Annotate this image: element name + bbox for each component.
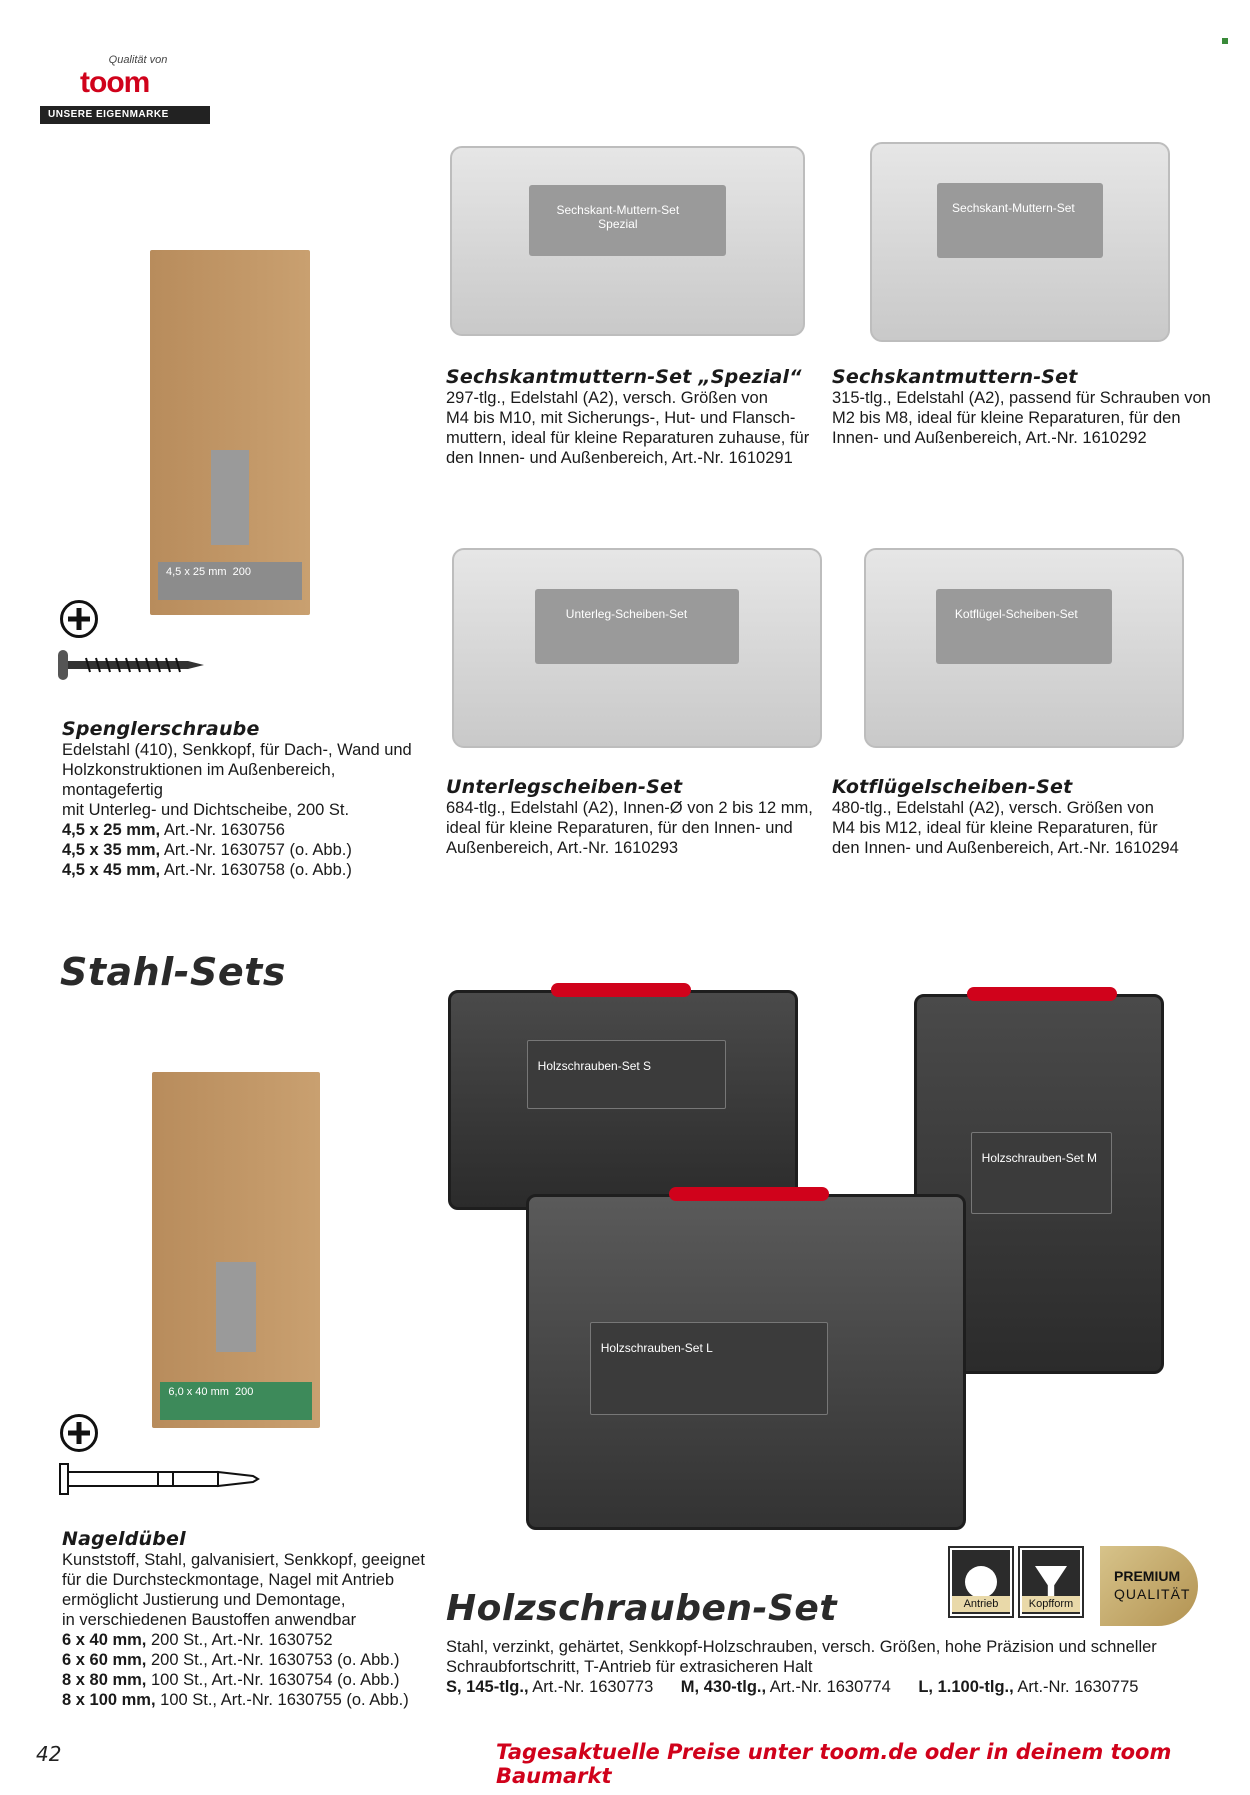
nageldubel-line-4: in verschiedenen Baustoffen anwendbar bbox=[62, 1611, 357, 1629]
spengler-text: Spenglerschraube Edelstahl (410), Senkko… bbox=[62, 718, 432, 880]
spengler-box-count: 200 bbox=[232, 566, 252, 578]
holzschrauben-text: Holzschrauben-Set Stahl, verzinkt, gehär… bbox=[446, 1588, 1216, 1697]
spengler-box-size: 4,5 x 25 mm bbox=[166, 566, 227, 578]
page-number: 42 bbox=[36, 1742, 62, 1766]
badge-kopfform-label: Kopfform bbox=[1022, 1596, 1080, 1612]
sechskant-spezial-line-4: den Innen- und Außenbereich, Art.-Nr. 16… bbox=[446, 449, 793, 467]
premium-quality-badge: PREMIUM QUALITÄT bbox=[1100, 1546, 1198, 1626]
badge-antrieb-label: Antrieb bbox=[952, 1596, 1010, 1612]
sechskant-spezial-desc: 297-tlg., Edelstahl (A2), versch. Größen… bbox=[446, 388, 826, 468]
holzschrauben-line-1: Stahl, verzinkt, gehärtet, Senkkopf-Holz… bbox=[446, 1638, 1157, 1656]
spengler-screw-icon bbox=[56, 648, 206, 682]
premium-label: PREMIUM bbox=[1114, 1568, 1181, 1584]
unterleg-line-1: 684-tlg., Edelstahl (A2), Innen-Ø von 2 … bbox=[446, 799, 813, 817]
sechskant-spezial-line-1: 297-tlg., Edelstahl (A2), versch. Größen… bbox=[446, 389, 768, 407]
nageldubel-icon bbox=[58, 1462, 263, 1496]
unterleg-text: Unterlegscheiben-Set 684-tlg., Edelstahl… bbox=[446, 776, 826, 858]
nageldubel-variant-1: 6 x 40 mm, 200 St., Art.-Nr. 1630752 bbox=[62, 1631, 333, 1649]
holzschrauben-variants: S, 145-tlg., Art.-Nr. 1630773 M, 430-tlg… bbox=[446, 1678, 1139, 1696]
section-heading-stahl-sets: Stahl-Sets bbox=[60, 950, 286, 994]
badge-antrieb: Antrieb bbox=[948, 1546, 1014, 1618]
nageldubel-variant-2: 6 x 60 mm, 200 St., Art.-Nr. 1630753 (o.… bbox=[62, 1651, 400, 1669]
sechskant-line-1: 315-tlg., Edelstahl (A2), passend für Sc… bbox=[832, 389, 1211, 407]
nageldubel-line-3: ermöglicht Justierung und Demontage, bbox=[62, 1591, 346, 1609]
sechskant-spezial-image: Sechskant-Muttern-Set Spezial bbox=[450, 146, 805, 336]
spengler-line-1: Edelstahl (410), Senkkopf, für Dach-, Wa… bbox=[62, 741, 412, 759]
torx-icon bbox=[965, 1566, 997, 1598]
spengler-title: Spenglerschraube bbox=[62, 718, 260, 740]
sechskant-spezial-pack-label: Sechskant-Muttern-Set Spezial bbox=[556, 203, 680, 232]
holzschrauben-m-pack-label: Holzschrauben-Set M bbox=[981, 1150, 1098, 1165]
quality-label: QUALITÄT bbox=[1114, 1586, 1191, 1602]
logo-eigenmarke: UNSERE EIGENMARKE bbox=[40, 106, 210, 124]
kotfluegel-pack-label: Kotflügel-Scheiben-Set bbox=[954, 607, 1078, 622]
kotfluegel-line-1: 480-tlg., Edelstahl (A2), versch. Größen… bbox=[832, 799, 1154, 817]
nageldubel-variant-3: 8 x 80 mm, 100 St., Art.-Nr. 1630754 (o.… bbox=[62, 1671, 400, 1689]
sechskant-pack-label: Sechskant-Muttern-Set bbox=[952, 201, 1075, 216]
kotfluegel-text: Kotflügelscheiben-Set 480-tlg., Edelstah… bbox=[832, 776, 1232, 858]
kotfluegel-desc: 480-tlg., Edelstahl (A2), versch. Größen… bbox=[832, 798, 1232, 858]
nageldubel-box-size: 6,0 x 40 mm bbox=[168, 1386, 229, 1398]
nageldubel-line-2: für die Durchsteckmontage, Nagel mit Ant… bbox=[62, 1571, 394, 1589]
spengler-variant-1: 4,5 x 25 mm, Art.-Nr. 1630756 bbox=[62, 821, 285, 839]
sechskant-spezial-title: Sechskantmuttern-Set „Spezial“ bbox=[446, 366, 802, 388]
kotfluegel-line-2: M4 bis M12, ideal für kleine Reparaturen… bbox=[832, 819, 1158, 837]
kotfluegel-image: Kotflügel-Scheiben-Set bbox=[864, 548, 1184, 748]
unterleg-line-2: ideal für kleine Reparaturen, für den In… bbox=[446, 819, 793, 837]
unterleg-desc: 684-tlg., Edelstahl (A2), Innen-Ø von 2 … bbox=[446, 798, 826, 858]
corner-mark bbox=[1222, 38, 1228, 44]
nageldubel-text: Nageldübel Kunststoff, Stahl, galvanisie… bbox=[62, 1528, 442, 1710]
holzschrauben-s-image: Holzschrauben-Set S bbox=[448, 983, 798, 1210]
spengler-variant-3: 4,5 x 45 mm, Art.-Nr. 1630758 (o. Abb.) bbox=[62, 861, 352, 879]
holzschrauben-l-pack-label: Holzschrauben-Set L bbox=[600, 1341, 713, 1356]
nageldubel-line-1: Kunststoff, Stahl, galvanisiert, Senkkop… bbox=[62, 1551, 425, 1569]
sechskant-spezial-line-2: M4 bis M10, mit Sicherungs-, Hut- und Fl… bbox=[446, 409, 796, 427]
spengler-variant-2: 4,5 x 35 mm, Art.-Nr. 1630757 (o. Abb.) bbox=[62, 841, 352, 859]
footer-claim: Tagesaktuelle Preise unter toom.de oder … bbox=[496, 1740, 1172, 1788]
holzschrauben-s-pack-label: Holzschrauben-Set S bbox=[537, 1059, 652, 1074]
holzschrauben-title: Holzschrauben-Set bbox=[446, 1588, 838, 1629]
holzschrauben-line-2: Schraubfortschritt, T-Antrieb für extras… bbox=[446, 1658, 813, 1676]
logo-tagline: Qualität von bbox=[108, 54, 168, 66]
sechskant-spezial-line-3: muttern, ideal für kleine Reparaturen zu… bbox=[446, 429, 810, 447]
logo-brand: toom bbox=[80, 66, 150, 99]
sechskant-line-3: Innen- und Außenbereich, Art.-Nr. 161029… bbox=[832, 429, 1147, 447]
kotfluegel-title: Kotflügelscheiben-Set bbox=[832, 776, 1073, 798]
nageldubel-variant-4: 8 x 100 mm, 100 St., Art.-Nr. 1630755 (o… bbox=[62, 1691, 409, 1709]
nageldubel-desc: Kunststoff, Stahl, galvanisiert, Senkkop… bbox=[62, 1550, 442, 1710]
unterleg-line-3: Außenbereich, Art.-Nr. 1610293 bbox=[446, 839, 679, 857]
kotfluegel-line-3: den Innen- und Außenbereich, Art.-Nr. 16… bbox=[832, 839, 1179, 857]
nageldubel-box-image: 6,0 x 40 mm 200 bbox=[152, 1072, 320, 1428]
sechskant-desc: 315-tlg., Edelstahl (A2), passend für Sc… bbox=[832, 388, 1232, 448]
toom-logo: Qualität von toom UNSERE EIGENMARKE bbox=[40, 40, 235, 126]
sechskant-text: Sechskantmuttern-Set 315-tlg., Edelstahl… bbox=[832, 366, 1232, 448]
pozidriv-icon-2 bbox=[60, 1414, 98, 1452]
spengler-box-image: 4,5 x 25 mm 200 bbox=[150, 250, 310, 615]
badge-kopfform: Kopfform bbox=[1018, 1546, 1084, 1618]
spengler-line-3: mit Unterleg- und Dichtscheibe, 200 St. bbox=[62, 801, 350, 819]
unterleg-image: Unterleg-Scheiben-Set bbox=[452, 548, 822, 748]
spengler-desc: Edelstahl (410), Senkkopf, für Dach-, Wa… bbox=[62, 740, 432, 880]
pozidriv-icon bbox=[60, 600, 98, 638]
sechskant-image: Sechskant-Muttern-Set bbox=[870, 142, 1170, 342]
sechskant-line-2: M2 bis M8, ideal für kleine Reparaturen,… bbox=[832, 409, 1181, 427]
unterleg-pack-label: Unterleg-Scheiben-Set bbox=[565, 607, 688, 622]
holzschrauben-desc: Stahl, verzinkt, gehärtet, Senkkopf-Holz… bbox=[446, 1637, 1216, 1697]
unterleg-title: Unterlegscheiben-Set bbox=[446, 776, 683, 798]
nageldubel-title: Nageldübel bbox=[62, 1528, 186, 1550]
nageldubel-box-count: 200 bbox=[235, 1386, 254, 1398]
sechskant-title: Sechskantmuttern-Set bbox=[832, 366, 1078, 388]
holzschrauben-l-image: Holzschrauben-Set L bbox=[526, 1187, 966, 1530]
spengler-line-2: Holzkonstruktionen im Außenbereich, mont… bbox=[62, 761, 336, 799]
sechskant-spezial-text: Sechskantmuttern-Set „Spezial“ 297-tlg.,… bbox=[446, 366, 826, 468]
